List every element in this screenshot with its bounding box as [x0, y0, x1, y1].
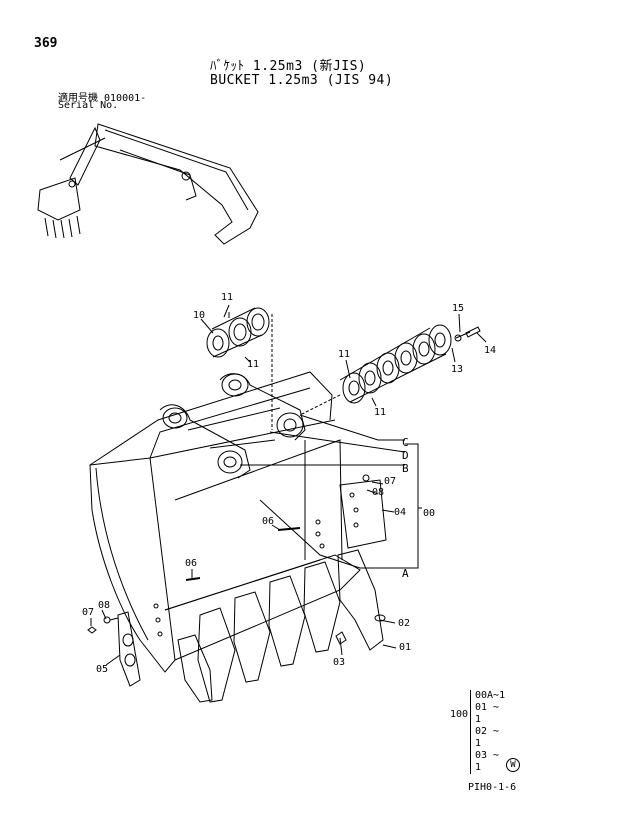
- side-cutter: [87, 611, 141, 687]
- callout-00: 00: [423, 508, 436, 519]
- callout-03: 03: [333, 657, 346, 668]
- serial-label-japanese: 適用号機 010001-: [58, 93, 147, 104]
- callout-05: 05: [96, 664, 109, 675]
- pin-06-upper: [277, 527, 301, 531]
- callout-01: 01: [399, 642, 412, 653]
- quantity-row: 02 ∼ 1: [475, 726, 500, 749]
- quantity-table-label: 100: [450, 709, 469, 720]
- washer-set-left: [206, 307, 273, 430]
- bucket-teeth: [177, 549, 384, 703]
- leader-lines: [90, 304, 487, 666]
- label-A: A: [402, 567, 409, 580]
- label-C: C: [402, 436, 409, 449]
- callout-02: 02: [398, 618, 411, 629]
- quantity-row: 03 ∼ 1: [475, 750, 500, 773]
- callout-11: 11: [338, 349, 351, 360]
- callout-10: 10: [193, 310, 206, 321]
- callout-08: 08: [98, 600, 111, 611]
- title-japanese: ﾊﾞｹｯﾄ 1.25m3 (新JIS): [210, 59, 367, 74]
- callout-11: 11: [247, 359, 260, 370]
- quantity-table-rows: 00A∼1 01 ∼ 1 02 ∼ 1 03 ∼ 1: [470, 690, 505, 774]
- callout-08: 08: [372, 487, 385, 498]
- washer-set-right: [299, 324, 481, 416]
- page-number: 369: [34, 36, 58, 51]
- retainer-02: [374, 614, 386, 622]
- excavator-thumbnail: [37, 123, 259, 245]
- callout-04: 04: [394, 507, 407, 518]
- side-cutter-right: [339, 474, 387, 549]
- quantity-row: 00A∼1: [475, 690, 506, 701]
- callout-11: 11: [221, 292, 234, 303]
- callout-06: 06: [185, 558, 198, 569]
- callout-13: 13: [451, 364, 464, 375]
- bucket-body: [89, 371, 361, 673]
- bolt-holes: [153, 519, 325, 637]
- callout-06: 06: [262, 516, 275, 527]
- label-B: B: [402, 462, 409, 475]
- pin-03: [335, 631, 347, 645]
- callout-07: 07: [384, 476, 397, 487]
- serial-label-english: Serial No.: [58, 100, 119, 111]
- callout-07: 07: [82, 607, 95, 618]
- label-D: D: [402, 449, 409, 462]
- page-code: PIH0-1-6: [468, 782, 517, 793]
- callout-15: 15: [452, 303, 465, 314]
- reference-lines: [240, 414, 422, 569]
- quantity-row: 01 ∼ 1: [475, 702, 500, 725]
- pin-06-lower: [185, 577, 201, 581]
- callout-11: 11: [374, 407, 387, 418]
- callout-14: 14: [484, 345, 497, 356]
- stamp-mark: W: [506, 758, 520, 772]
- title-english: BUCKET 1.25m3 (JIS 94): [210, 73, 394, 88]
